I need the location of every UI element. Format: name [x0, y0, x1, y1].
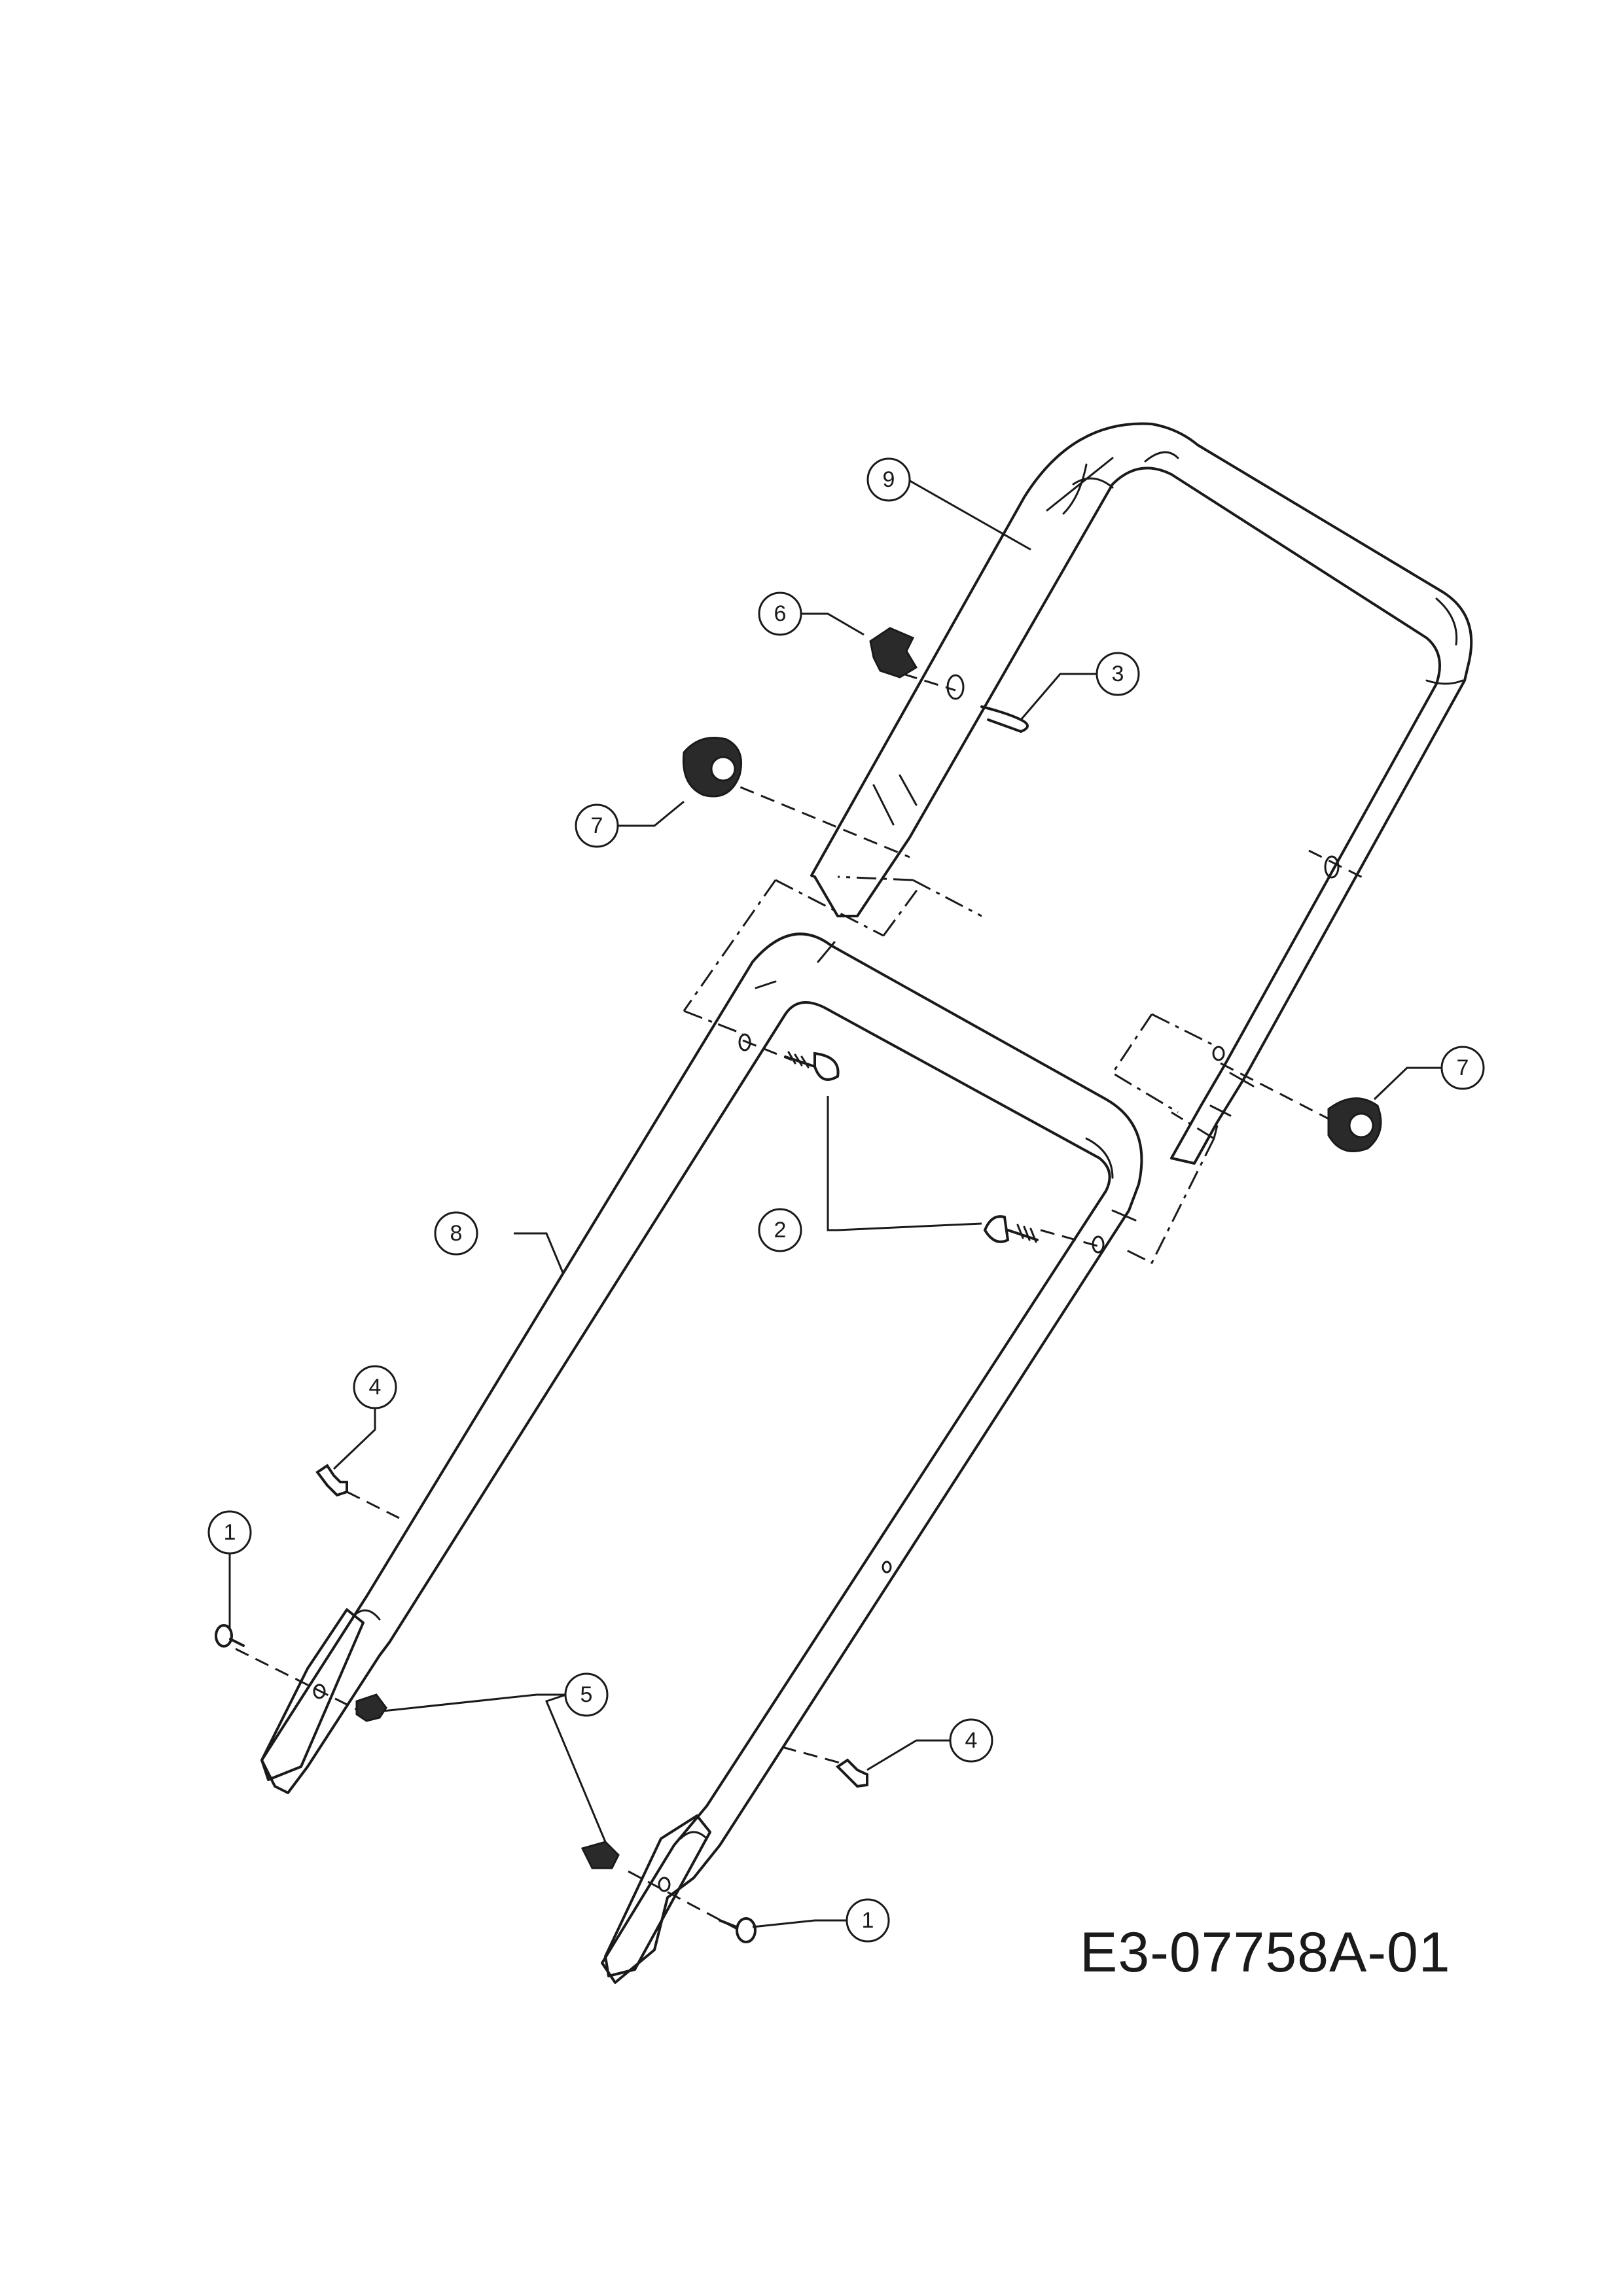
part-5-wing-nut-upper [355, 1693, 387, 1722]
drawing-code: E3-07758A-01 [1080, 1921, 1451, 1984]
part-2-pin-right [983, 1215, 1039, 1243]
part-1-bolt-lower [719, 1917, 757, 1943]
callout-9: 9 [866, 457, 911, 502]
upper-handle [810, 422, 1473, 1165]
callout-7-lower: 7 [1440, 1046, 1485, 1090]
callout-2: 2 [758, 1208, 802, 1252]
callout-4-upper: 4 [353, 1365, 397, 1409]
part-2-pin-left [784, 1051, 840, 1081]
callout-7-upper-label: 7 [591, 813, 603, 838]
callout-5: 5 [564, 1672, 609, 1717]
callout-8: 8 [434, 1211, 478, 1256]
callout-9-label: 9 [883, 467, 895, 492]
part-1-bolt-upper [215, 1624, 245, 1648]
callout-7-upper: 7 [575, 804, 619, 848]
part-4-screw-upper [315, 1464, 348, 1497]
callout-6: 6 [758, 592, 802, 636]
callout-4-lower: 4 [949, 1718, 993, 1763]
part-7-knob-upper [682, 737, 742, 798]
fastener-lines [235, 673, 1368, 1932]
callout-1-lower: 1 [846, 1898, 890, 1943]
part-5-wing-nut-lower [580, 1841, 620, 1869]
callout-6-label: 6 [774, 601, 787, 626]
callout-1-upper: 1 [207, 1510, 252, 1555]
callout-8-label: 8 [450, 1221, 463, 1246]
callout-3-label: 3 [1112, 662, 1124, 686]
assembly-guide-lines [683, 875, 1219, 1265]
part-4-screw-lower [835, 1758, 868, 1788]
callout-1-lower-label: 1 [862, 1908, 874, 1933]
leader-lines [228, 478, 1442, 1928]
callout-1-upper-label: 1 [224, 1520, 236, 1545]
part-7-knob-lower [1327, 1097, 1382, 1152]
part-6-knob-small [869, 627, 918, 679]
callout-2-label: 2 [774, 1218, 787, 1243]
callout-4-upper-label: 4 [369, 1375, 382, 1400]
lower-handle [260, 932, 1143, 1984]
callout-7-lower-label: 7 [1457, 1055, 1469, 1080]
callout-5-label: 5 [580, 1682, 593, 1707]
callout-3: 3 [1096, 652, 1140, 696]
callout-4-lower-label: 4 [965, 1728, 978, 1753]
